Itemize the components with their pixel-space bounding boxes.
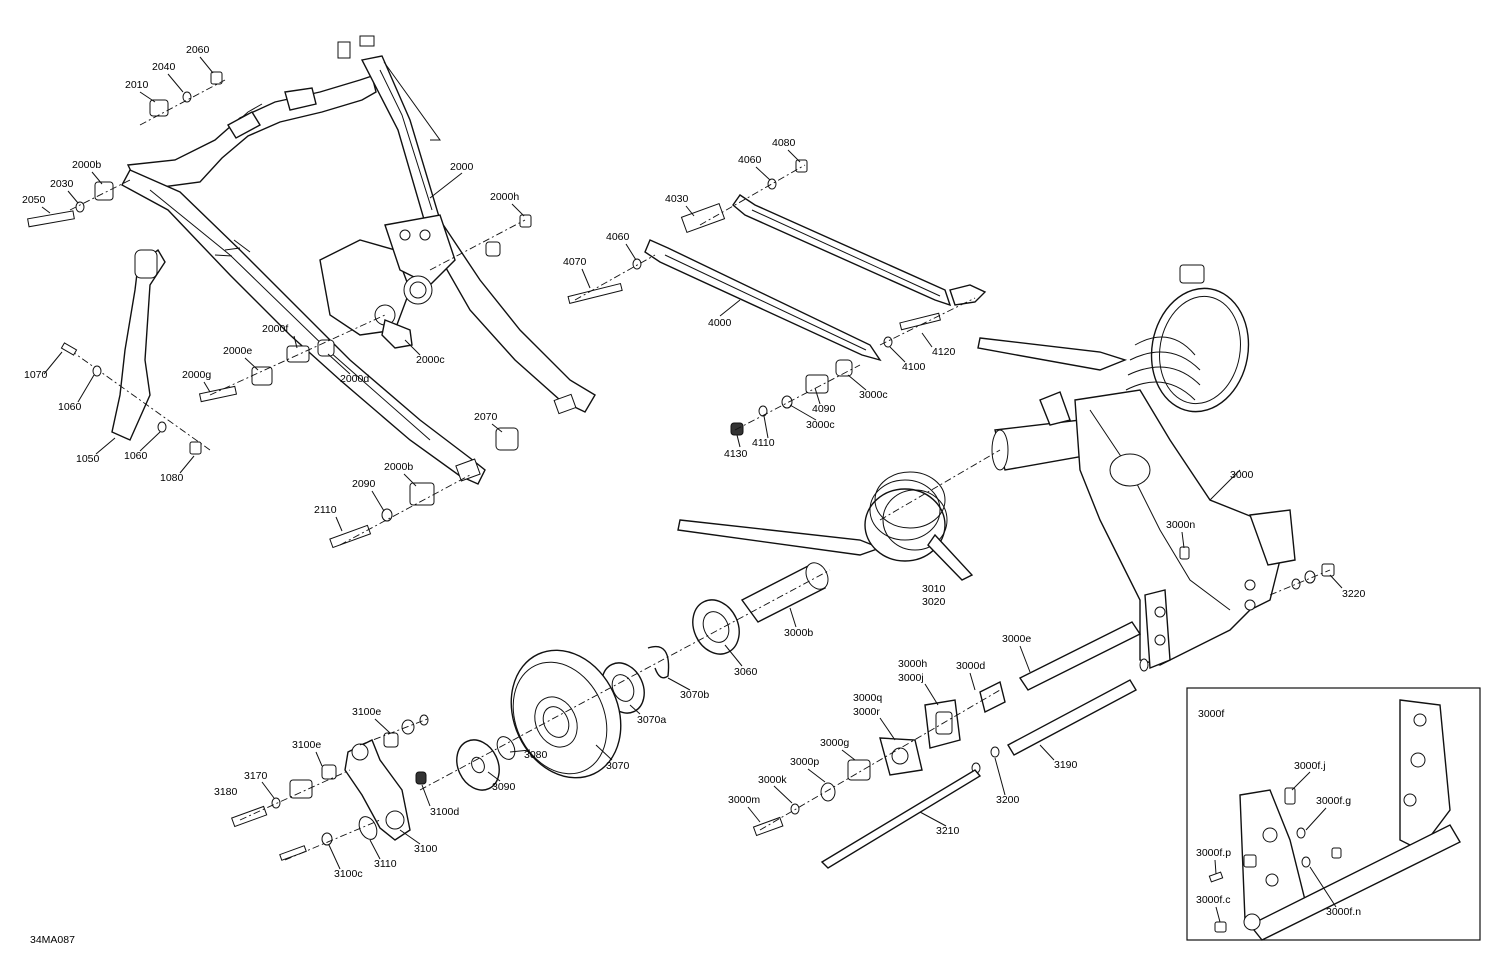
front-arm-hardware bbox=[27, 71, 532, 549]
label-2000d: 2000d bbox=[340, 373, 369, 385]
label-2000c: 2000c bbox=[416, 354, 445, 366]
rear-arm-3000 bbox=[677, 264, 1335, 670]
label-3020: 3020 bbox=[922, 596, 946, 608]
label-3000e: 3000e bbox=[1002, 633, 1031, 645]
label-3000n: 3000n bbox=[1166, 519, 1195, 531]
label-3110: 3110 bbox=[374, 858, 397, 870]
label-3000d: 3000d bbox=[956, 660, 985, 672]
label-2070: 2070 bbox=[474, 411, 498, 423]
label-3100d: 3100d bbox=[430, 806, 459, 818]
label-4060-b: 4060 bbox=[606, 231, 630, 243]
label-3210: 3210 bbox=[936, 825, 960, 837]
label-3000f-g: 3000f.g bbox=[1316, 795, 1351, 807]
label-1050: 1050 bbox=[76, 453, 100, 465]
label-3070: 3070 bbox=[606, 760, 630, 772]
label-2040: 2040 bbox=[152, 61, 176, 73]
label-3190: 3190 bbox=[1054, 759, 1078, 771]
label-4120: 4120 bbox=[932, 346, 956, 358]
label-3100e-a: 3100e bbox=[352, 706, 381, 718]
label-2000e: 2000e bbox=[223, 345, 252, 357]
label-4090: 4090 bbox=[812, 403, 836, 415]
label-3000m: 3000m bbox=[728, 794, 760, 806]
label-2030: 2030 bbox=[50, 178, 74, 190]
label-3000f-c: 3000f.c bbox=[1196, 894, 1230, 906]
label-2090: 2090 bbox=[352, 478, 376, 490]
label-3100c: 3100c bbox=[334, 868, 363, 880]
front-arm-2000 bbox=[121, 35, 596, 485]
axle-hardware bbox=[752, 621, 1149, 869]
label-3180: 3180 bbox=[214, 786, 238, 798]
diagram-code: 34MA087 bbox=[30, 934, 75, 946]
label-3070a: 3070a bbox=[637, 714, 666, 726]
label-3000h: 3000h bbox=[898, 658, 927, 670]
label-1060-b: 1060 bbox=[124, 450, 148, 462]
label-3000q: 3000q bbox=[853, 692, 882, 704]
part-labels: 2060 2040 2010 2000b 2030 2050 2000 2000… bbox=[22, 44, 1366, 946]
label-4060-a: 4060 bbox=[738, 154, 762, 166]
wheel-assembly bbox=[231, 562, 831, 861]
label-4000: 4000 bbox=[708, 317, 732, 329]
leader-lines bbox=[41, 56, 1343, 923]
label-2000: 2000 bbox=[450, 161, 474, 173]
label-3000f-p: 3000f.p bbox=[1196, 847, 1231, 859]
label-3100: 3100 bbox=[414, 843, 438, 855]
label-3010: 3010 bbox=[922, 583, 946, 595]
label-2000f: 2000f bbox=[262, 323, 288, 335]
label-4030: 4030 bbox=[665, 193, 689, 205]
inset-title: 3000f bbox=[1198, 708, 1224, 720]
label-3220: 3220 bbox=[1342, 588, 1366, 600]
label-2000b-bottom: 2000b bbox=[384, 461, 413, 473]
label-3170: 3170 bbox=[244, 770, 268, 782]
label-2000g: 2000g bbox=[182, 369, 211, 381]
label-3000: 3000 bbox=[1230, 469, 1254, 481]
label-3000g: 3000g bbox=[820, 737, 849, 749]
label-3070b: 3070b bbox=[680, 689, 709, 701]
label-3000f-j: 3000f.j bbox=[1294, 760, 1326, 772]
label-2000h: 2000h bbox=[490, 191, 519, 203]
label-3000c-a: 3000c bbox=[859, 389, 888, 401]
label-4080: 4080 bbox=[772, 137, 796, 149]
label-2060: 2060 bbox=[186, 44, 210, 56]
label-3080: 3080 bbox=[524, 749, 548, 761]
label-3000k: 3000k bbox=[758, 774, 787, 786]
label-4070: 4070 bbox=[563, 256, 587, 268]
label-3000r: 3000r bbox=[853, 706, 880, 718]
label-2000b-top: 2000b bbox=[72, 159, 101, 171]
label-4130: 4130 bbox=[724, 448, 748, 460]
label-3000c-b: 3000c bbox=[806, 419, 835, 431]
label-4100: 4100 bbox=[902, 361, 926, 373]
label-3100e-b: 3100e bbox=[292, 739, 321, 751]
label-1080: 1080 bbox=[160, 472, 184, 484]
label-3000j: 3000j bbox=[898, 672, 924, 684]
label-2050: 2050 bbox=[22, 194, 46, 206]
label-3060: 3060 bbox=[734, 666, 758, 678]
label-3000f-n: 3000f.n bbox=[1326, 906, 1361, 918]
label-3200: 3200 bbox=[996, 794, 1020, 806]
label-2110: 2110 bbox=[314, 504, 337, 516]
label-3000p: 3000p bbox=[790, 756, 819, 768]
label-2010: 2010 bbox=[125, 79, 149, 91]
label-3000b: 3000b bbox=[784, 627, 813, 639]
label-4110: 4110 bbox=[752, 437, 775, 449]
label-3090: 3090 bbox=[492, 781, 516, 793]
label-1070: 1070 bbox=[24, 369, 48, 381]
link-rods-4000 bbox=[567, 159, 987, 436]
label-1060-a: 1060 bbox=[58, 401, 82, 413]
inset-3000f bbox=[1186, 687, 1481, 941]
